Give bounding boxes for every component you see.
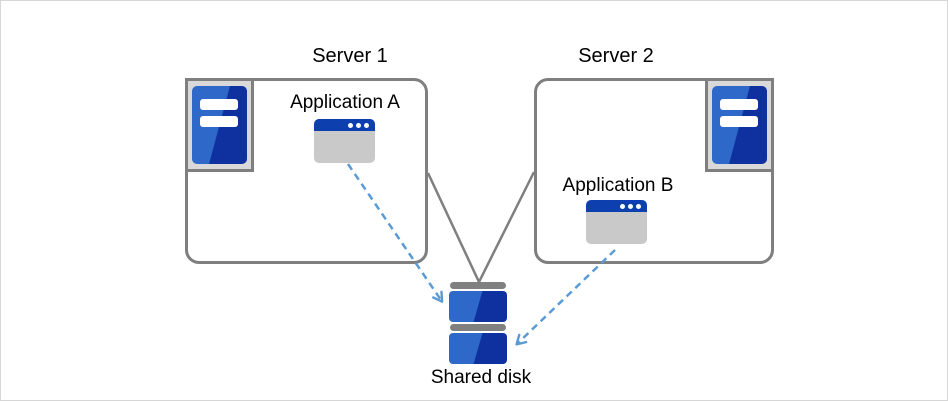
server2-label: Server 2 [578, 45, 654, 67]
server-slot [200, 116, 238, 127]
server-slot [200, 99, 238, 110]
disk-top-bar [450, 324, 506, 331]
disk-stack-icon [449, 282, 507, 364]
server2-chassis [705, 78, 774, 172]
titlebar-dot [364, 122, 369, 128]
server-slot [720, 116, 758, 127]
titlebar-dot [628, 203, 633, 209]
app-window-icon [314, 119, 375, 163]
server-tower-icon [192, 86, 247, 164]
application-a-label: Application A [290, 92, 400, 113]
server-slot [720, 99, 758, 110]
server1-chassis [185, 78, 254, 172]
app-window-icon [586, 200, 647, 244]
disk-top-bar [450, 282, 506, 289]
titlebar-dot [620, 203, 625, 209]
titlebar-dot [356, 122, 361, 128]
titlebar-dot [348, 122, 353, 128]
application-b-label: Application B [562, 175, 674, 196]
server1-label: Server 1 [312, 45, 388, 67]
disk-unit [449, 291, 507, 322]
app-window-titlebar [314, 119, 375, 131]
shared-disk-label: Shared disk [430, 367, 532, 388]
server1-to-disk-line [426, 171, 536, 285]
app-window-titlebar [586, 200, 647, 212]
server-tower-icon [712, 86, 767, 164]
titlebar-dot [636, 203, 641, 209]
disk-unit [449, 333, 507, 364]
